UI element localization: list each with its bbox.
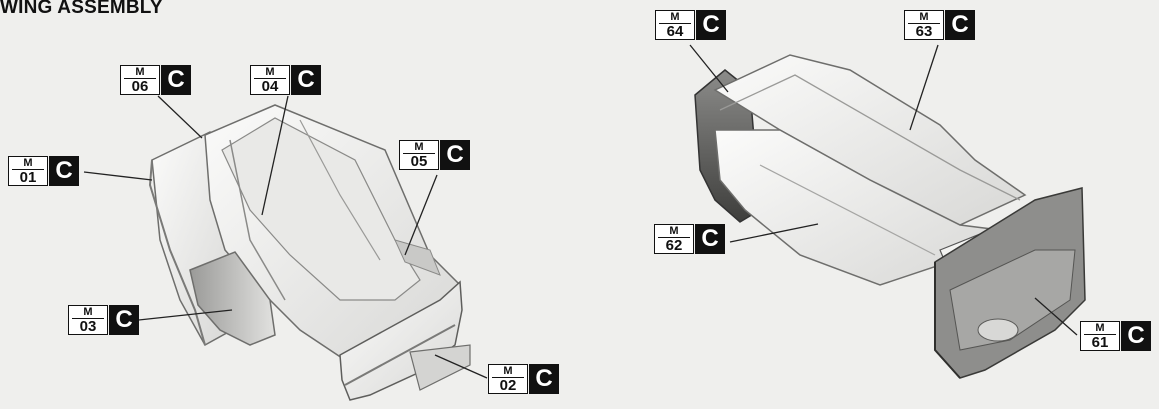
part-label-m62: M 62 C (654, 224, 725, 254)
sprue-letter: C (695, 224, 725, 254)
part-number: 05 (410, 153, 428, 170)
part-code-prefix: M (23, 157, 33, 169)
part-code-box: M 05 (399, 140, 439, 170)
part-number: 04 (261, 78, 279, 95)
part-code-prefix: M (503, 365, 513, 377)
part-code-prefix: M (919, 11, 929, 23)
fraction-bar (908, 23, 940, 24)
page-title: WING ASSEMBLY (0, 0, 163, 18)
part-label-m64: M 64 C (655, 10, 726, 40)
part-label-m03: M 03 C (68, 305, 139, 335)
sprue-letter: C (945, 10, 975, 40)
part-code-box: M 62 (654, 224, 694, 254)
part-number: 62 (665, 237, 683, 254)
part-label-m01: M 01 C (8, 156, 79, 186)
part-code-box: M 64 (655, 10, 695, 40)
fraction-bar (659, 23, 691, 24)
part-code-prefix: M (265, 66, 275, 78)
fraction-bar (492, 377, 524, 378)
part-code-box: M 61 (1080, 321, 1120, 351)
sprue-letter: C (109, 305, 139, 335)
part-label-m06: M 06 C (120, 65, 191, 95)
part-code-box: M 02 (488, 364, 528, 394)
part-code-box: M 06 (120, 65, 160, 95)
part-code-box: M 63 (904, 10, 944, 40)
part-number: 02 (499, 377, 517, 394)
part-code-prefix: M (83, 306, 93, 318)
sprue-letter: C (529, 364, 559, 394)
part-label-m63: M 63 C (904, 10, 975, 40)
sprue-letter: C (291, 65, 321, 95)
sprue-letter: C (440, 140, 470, 170)
sprue-letter: C (49, 156, 79, 186)
sprue-letter: C (696, 10, 726, 40)
part-number: 01 (19, 169, 37, 186)
part-number: 63 (915, 23, 933, 40)
part-code-box: M 04 (250, 65, 290, 95)
part-code-box: M 03 (68, 305, 108, 335)
fraction-bar (12, 169, 44, 170)
part-number: 03 (79, 318, 97, 335)
part-label-m61: M 61 C (1080, 321, 1151, 351)
part-code-box: M 01 (8, 156, 48, 186)
front-wing-part (148, 104, 471, 401)
part-code-prefix: M (414, 141, 424, 153)
part-label-m05: M 05 C (399, 140, 470, 170)
part-number: 64 (666, 23, 684, 40)
part-number: 06 (131, 78, 149, 95)
fraction-bar (72, 318, 104, 319)
part-number: 61 (1091, 334, 1109, 351)
part-label-m04: M 04 C (250, 65, 321, 95)
fraction-bar (124, 78, 156, 79)
part-label-m02: M 02 C (488, 364, 559, 394)
fraction-bar (1084, 334, 1116, 335)
part-code-prefix: M (670, 11, 680, 23)
fraction-bar (403, 153, 435, 154)
fraction-bar (658, 237, 690, 238)
part-code-prefix: M (669, 225, 679, 237)
rear-wing-part (694, 54, 1086, 379)
part-code-prefix: M (1095, 322, 1105, 334)
fraction-bar (254, 78, 286, 79)
sprue-letter: C (1121, 321, 1151, 351)
sprue-letter: C (161, 65, 191, 95)
part-code-prefix: M (135, 66, 145, 78)
